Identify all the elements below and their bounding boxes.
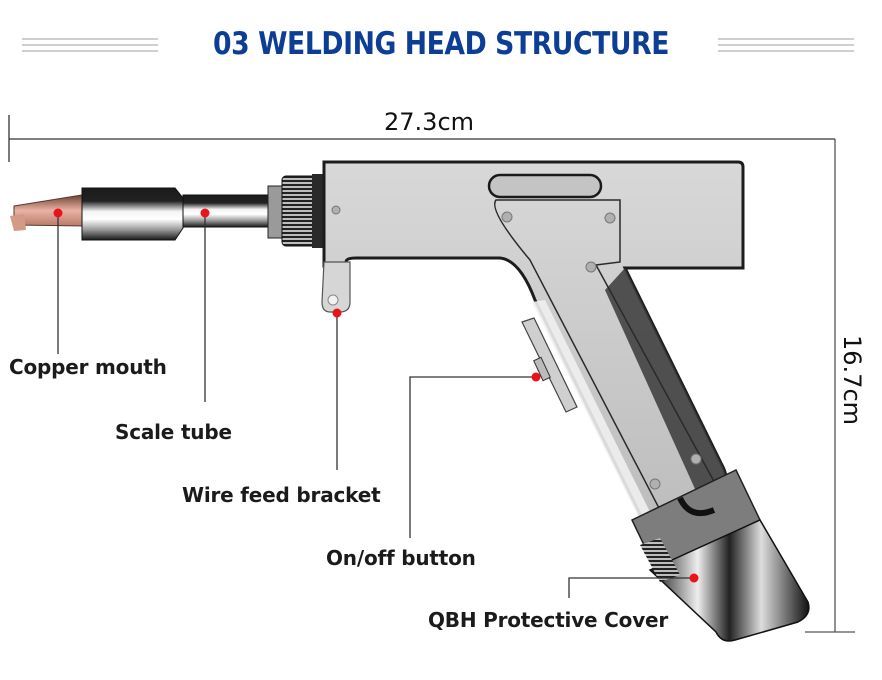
- callout-markers: [53, 208, 699, 583]
- marker-scale-tube: [200, 208, 210, 218]
- title-decoration-left: [22, 38, 158, 54]
- height-dimension-label: 16.7cm: [838, 335, 866, 426]
- nut-collar: [312, 174, 324, 248]
- page-title: 03 WELDING HEAD STRUCTURE: [212, 26, 670, 62]
- scale-tube-part: [182, 194, 272, 228]
- height-dimension-line: [805, 139, 855, 633]
- bracket-hole: [327, 294, 339, 306]
- grip-shadow: [605, 268, 726, 500]
- leader-lines: [57, 213, 694, 598]
- label-copper-mouth: Copper mouth: [9, 355, 167, 379]
- hex-nut: [267, 185, 283, 239]
- title-decoration-right: [718, 38, 854, 54]
- width-dimension-label: 27.3cm: [384, 108, 475, 136]
- nozzle-sleeve-part: [81, 187, 184, 241]
- on-off-button-part: [521, 317, 578, 413]
- grip-plate-outline: [494, 199, 718, 511]
- screws: [331, 205, 702, 490]
- marker-qbh-cover: [689, 573, 699, 583]
- label-qbh-protective-cover: QBH Protective Cover: [428, 608, 669, 632]
- button-knob: [533, 356, 551, 382]
- knurled-nut: [281, 175, 317, 247]
- qbh-protective-cover-part: [648, 519, 810, 642]
- crescent-mark: [677, 496, 716, 516]
- marker-on-off-button: [531, 372, 541, 382]
- marker-copper-mouth: [53, 208, 63, 218]
- copper-mouth-part: [10, 194, 85, 231]
- label-scale-tube: Scale tube: [115, 420, 232, 444]
- label-on-off-button: On/off button: [326, 546, 476, 570]
- top-slot: [487, 173, 603, 199]
- marker-wire-feed-bracket: [332, 308, 342, 318]
- grip-highlight: [532, 300, 652, 520]
- qbh-knurl: [640, 538, 680, 582]
- label-wire-feed-bracket: Wire feed bracket: [182, 483, 381, 507]
- width-dimension-line: [8, 115, 835, 162]
